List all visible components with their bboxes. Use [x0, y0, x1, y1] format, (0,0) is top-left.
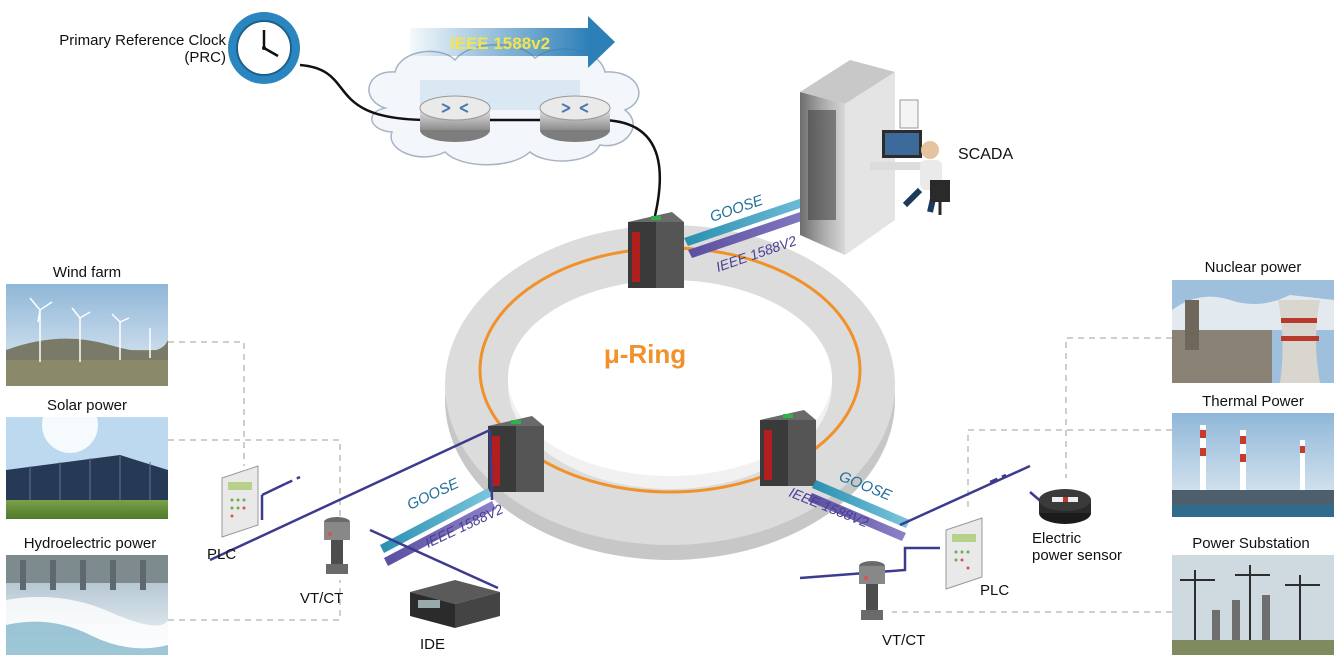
source-label-solar: Solar power — [46, 397, 128, 414]
router-icon — [539, 95, 611, 142]
plc-icon — [221, 465, 259, 538]
prc-label: Primary Reference Clock (PRC) — [14, 32, 226, 66]
source-label-substation: Power Substation — [1192, 535, 1310, 552]
uplink-cable — [599, 118, 662, 229]
source-label-wind: Wind farm — [52, 264, 122, 281]
vtct-label-left: VT/CT — [300, 590, 344, 607]
nuclear-power-photo — [1172, 280, 1334, 383]
sensor-label-line2: power sensor — [1032, 547, 1123, 564]
vtct-label-right: VT/CT — [882, 632, 926, 649]
prc-abbr: (PRC) — [184, 49, 226, 66]
operator-icon — [870, 130, 950, 215]
plc-label-right: PLC — [980, 582, 1010, 599]
ide-label: IDE — [420, 636, 446, 653]
prc-name: Primary Reference Clock — [59, 32, 226, 49]
hydroelectric-photo — [6, 555, 168, 655]
plc-label-left: PLC — [207, 546, 237, 563]
vtct-sensor-icon — [859, 561, 885, 620]
sensor-label: Electric power sensor — [1032, 530, 1122, 564]
source-label-hydro: Hydroelectric power — [23, 535, 157, 552]
right-wiring — [799, 464, 1046, 580]
source-label-thermal: Thermal Power — [1202, 393, 1304, 410]
plc-icon — [945, 517, 983, 590]
left-wiring — [209, 428, 499, 590]
thermal-power-photo — [1172, 413, 1334, 517]
wind-farm-photo — [6, 284, 168, 386]
electric-power-sensor-icon — [1039, 489, 1091, 524]
router-icon — [419, 95, 491, 142]
power-substation-photo — [1172, 555, 1334, 655]
sensor-label-line1: Electric — [1032, 530, 1082, 547]
industrial-switch-top — [628, 212, 684, 288]
industrial-switch-left — [488, 416, 544, 492]
vtct-sensor-icon — [324, 517, 350, 574]
ring-label: μ-Ring — [604, 339, 686, 369]
prc-cable — [299, 63, 431, 122]
source-label-nuclear: Nuclear power — [1204, 259, 1302, 276]
scada-label: SCADA — [958, 146, 1014, 163]
ieee1588-arrow-label: IEEE 1588v2 — [450, 34, 550, 53]
dashed-connectors — [168, 337, 1172, 621]
solar-power-photo — [6, 397, 168, 519]
industrial-switch-right — [760, 410, 816, 486]
clock-icon — [228, 12, 300, 84]
ide-device-icon — [410, 580, 500, 628]
